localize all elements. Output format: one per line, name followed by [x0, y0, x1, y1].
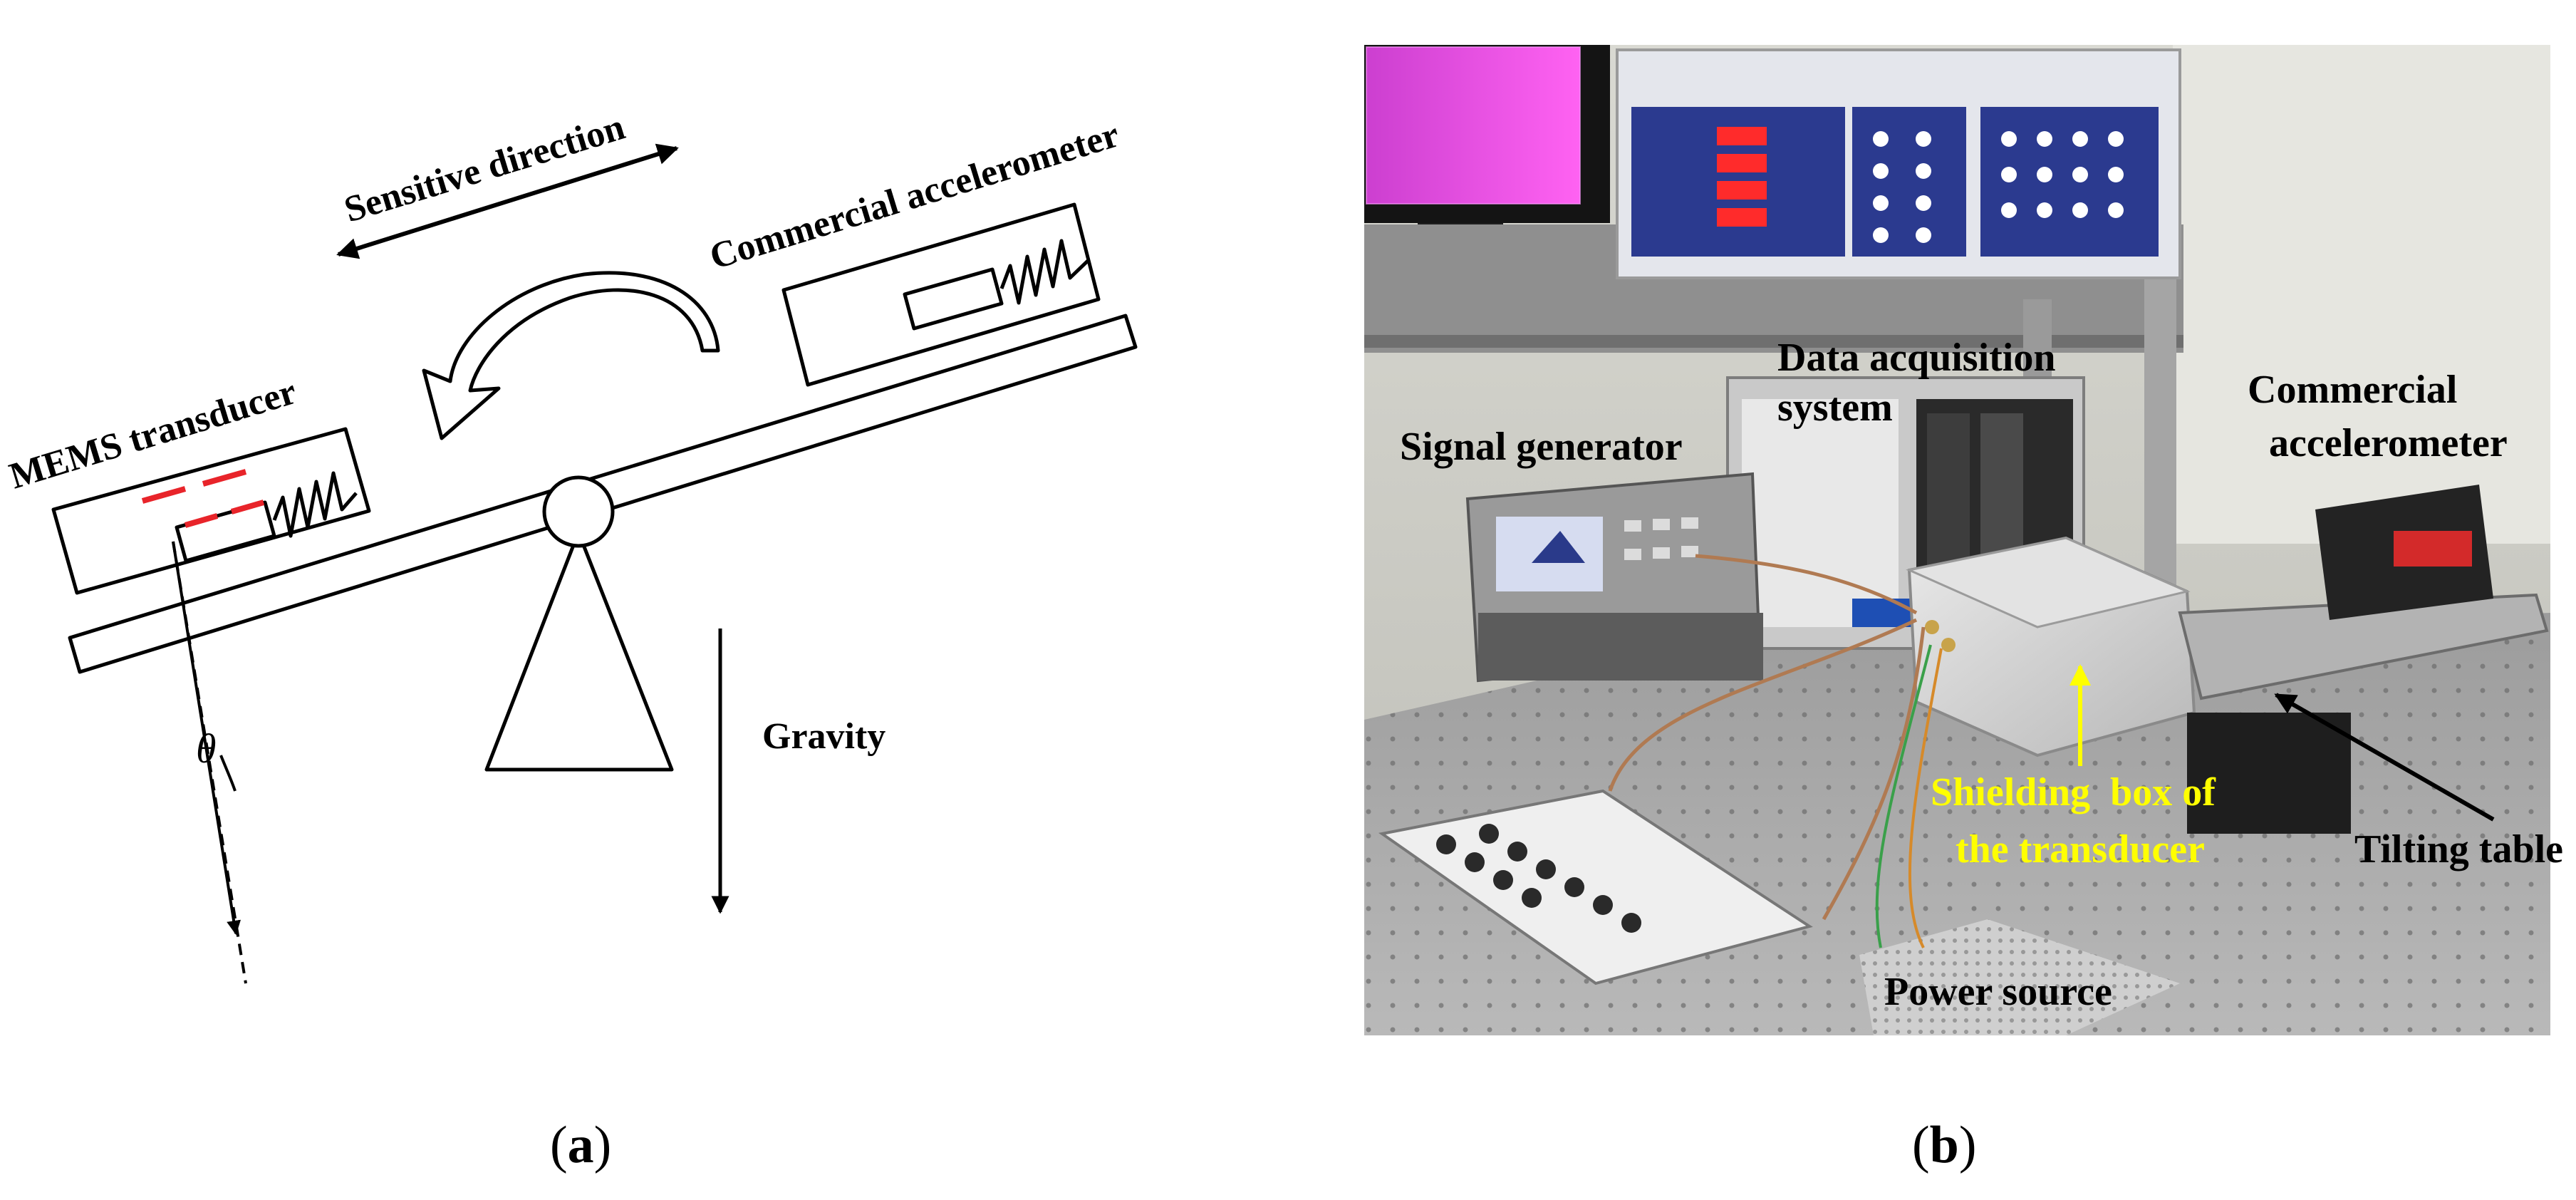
theta-arc — [219, 755, 237, 792]
mems-sensing-marker — [141, 469, 265, 528]
mems-housing — [51, 427, 371, 595]
label-data-acquisition-system: system — [1777, 386, 1893, 430]
label-shielding-box: Shielding box of — [1931, 770, 2216, 814]
label-sensitive-direction: Sensitive direction — [340, 107, 630, 231]
label-gravity: Gravity — [762, 716, 886, 757]
shelf-post-right — [2144, 235, 2176, 634]
panel-b-photo — [1364, 45, 2550, 1035]
commercial-proof-mass — [903, 267, 1004, 331]
rotation-arrow — [422, 271, 720, 440]
sensitive-direction-arrow — [336, 143, 679, 259]
label-theta: θ — [196, 725, 217, 772]
mems-spring — [272, 471, 358, 538]
label-power-source: Power source — [1884, 970, 2112, 1014]
signal-cables — [1608, 554, 1926, 921]
label-signal-generator: Signal generator — [1400, 425, 1683, 469]
pivot-joint — [542, 475, 615, 548]
label-tilting-table: Tilting table — [2354, 827, 2563, 871]
monitor-screen — [1366, 47, 1580, 204]
commercial-spring — [999, 239, 1090, 305]
label-data-acquisition: Data acquisition — [1777, 336, 2056, 380]
panel-a-schematic — [51, 143, 1138, 984]
label-shielding-transducer: the transducer — [1956, 827, 2205, 871]
tilting-table-pointer — [2274, 693, 2495, 822]
pivot-stand — [484, 530, 674, 772]
label-commercial: Commercial — [2248, 368, 2457, 412]
tilted-reference-line — [172, 541, 247, 984]
caption-b: (b) — [1912, 1116, 1977, 1174]
caption-a: (a) — [550, 1116, 612, 1174]
label-accelerometer: accelerometer — [2269, 421, 2508, 465]
